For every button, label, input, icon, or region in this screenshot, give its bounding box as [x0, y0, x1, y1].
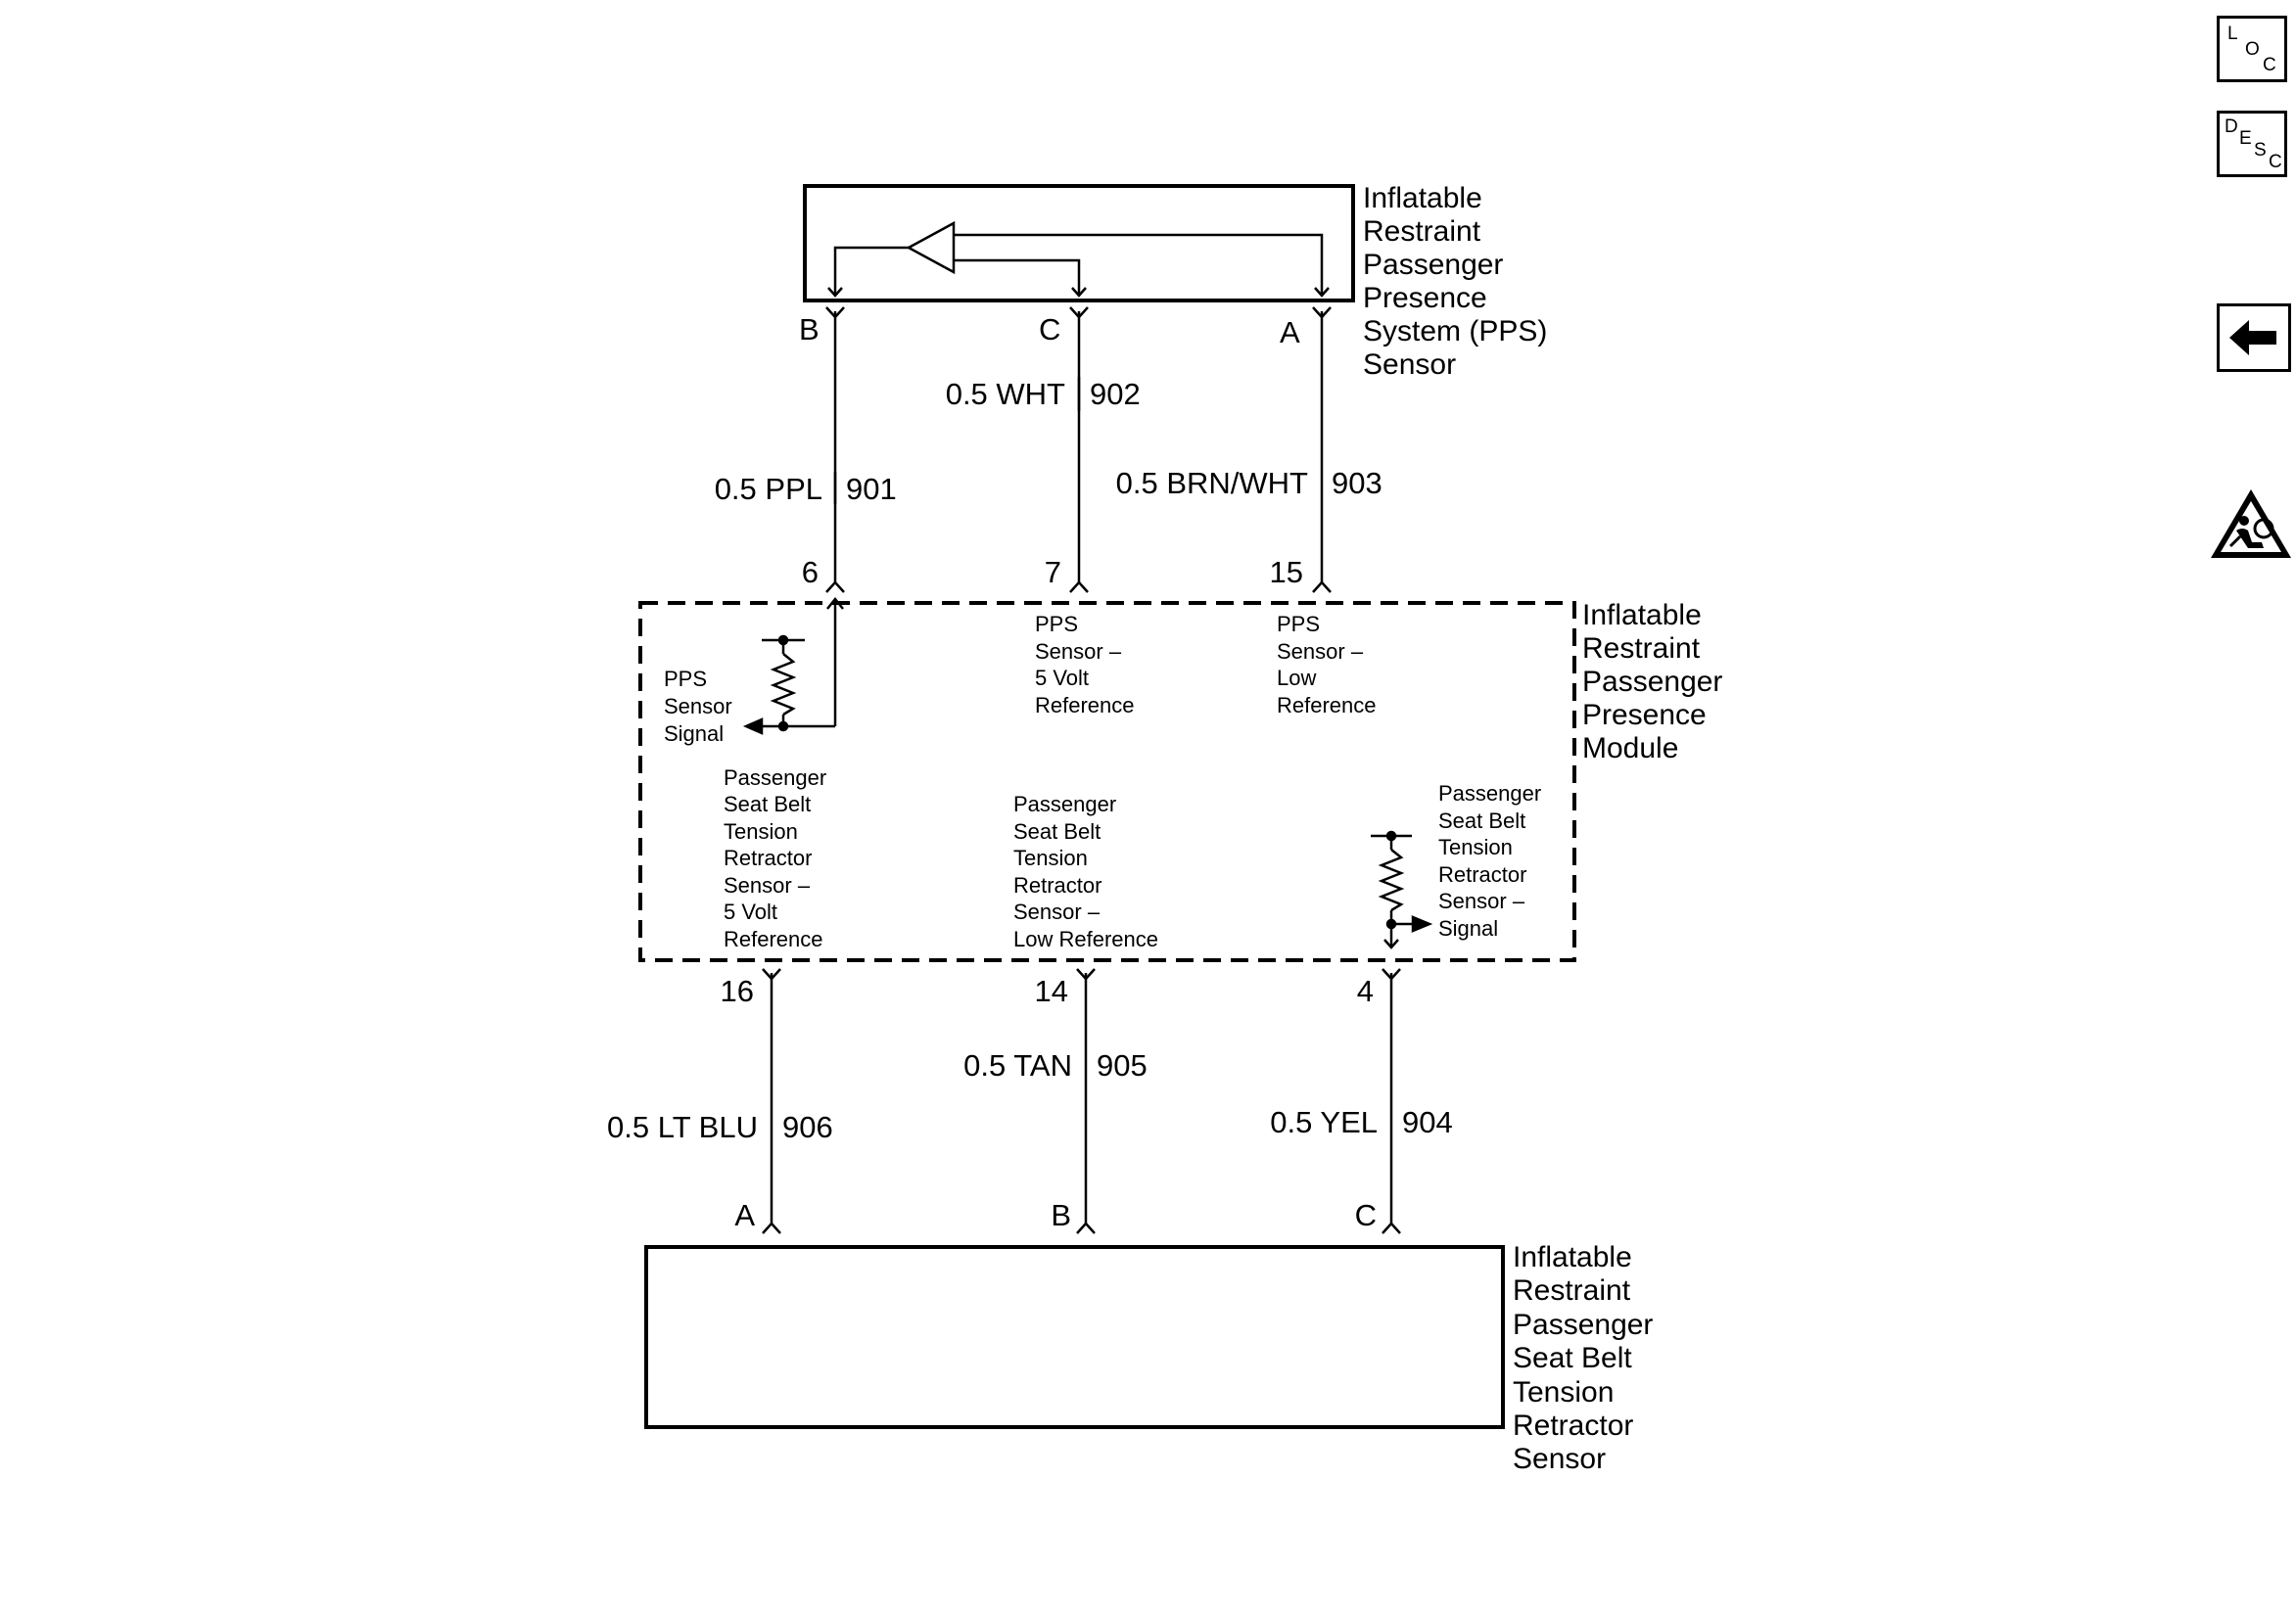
belt-signal-circuit [1371, 830, 1433, 949]
circuit-901: 901 [846, 472, 897, 506]
belt-low-label: Passenger Seat Belt Tension Retractor Se… [1013, 792, 1158, 951]
location-icon[interactable]: L O C [2217, 16, 2287, 82]
pps-signal-circuit [742, 596, 844, 735]
pps-sensor [803, 184, 1355, 302]
airbag-warning-glyph [2211, 489, 2291, 558]
airbag-warning-icon[interactable] [2209, 487, 2293, 562]
wire-color-904: 0.5 YEL [1270, 1105, 1378, 1139]
pps-sensor-label: Inflatable Restraint Passenger Presence … [1363, 182, 1556, 381]
pps-module [638, 601, 1576, 962]
sensor-pin-b: B [799, 312, 820, 346]
retractor-pin-b: B [1051, 1198, 1071, 1232]
sensor-pin-c: C [1039, 312, 1060, 346]
belt-signal-label: Passenger Seat Belt Tension Retractor Se… [1438, 781, 1547, 941]
wire-color-905: 0.5 TAN [963, 1048, 1072, 1083]
circuit-902: 902 [1090, 377, 1141, 411]
wire-color-903: 0.5 BRN/WHT [1116, 466, 1308, 500]
module-pin-4: 4 [1357, 974, 1374, 1008]
pps-low-label: PPS Sensor – Low Reference [1277, 612, 1377, 717]
circuit-903: 903 [1332, 466, 1382, 500]
pps-module-label: Inflatable Restraint Passenger Presence … [1582, 599, 1731, 764]
retractor-pin-c: C [1355, 1198, 1377, 1232]
module-pin-7: 7 [1045, 555, 1061, 589]
upper-wires [825, 306, 1332, 593]
back-arrow-glyph [2229, 320, 2276, 355]
loc-letter-l: L [2227, 23, 2238, 44]
wire-color-901: 0.5 PPL [715, 472, 822, 506]
belt-5v-label: Passenger Seat Belt Tension Retractor Se… [724, 765, 832, 951]
pps-signal-label: PPS Sensor Signal [664, 667, 738, 746]
desc-letter-e: E [2239, 128, 2252, 149]
desc-letter-d: D [2225, 116, 2238, 137]
desc-letter-c: C [2269, 152, 2282, 172]
wire-color-902: 0.5 WHT [946, 377, 1065, 411]
retractor-pin-a: A [734, 1198, 755, 1232]
pps-5v-label: PPS Sensor – 5 Volt Reference [1035, 612, 1135, 717]
module-pin-14: 14 [1035, 974, 1068, 1008]
desc-letter-s: S [2254, 140, 2267, 161]
circuit-905: 905 [1097, 1048, 1148, 1083]
wire-color-906: 0.5 LT BLU [607, 1110, 758, 1144]
circuit-906: 906 [782, 1110, 833, 1144]
back-arrow-icon[interactable] [2217, 303, 2291, 372]
lower-wires [762, 968, 1401, 1234]
circuit-904: 904 [1402, 1105, 1453, 1139]
retractor-sensor [644, 1245, 1505, 1429]
module-pin-15: 15 [1270, 555, 1303, 589]
description-icon[interactable]: D E S C [2217, 111, 2287, 177]
loc-letter-c: C [2263, 55, 2276, 75]
retractor-sensor-label: Inflatable Restraint Passenger Seat Belt… [1513, 1241, 1662, 1475]
module-pin-16: 16 [721, 974, 754, 1008]
sensor-pin-a: A [1280, 315, 1300, 349]
loc-letter-o: O [2245, 39, 2260, 60]
module-pin-6: 6 [802, 555, 819, 589]
